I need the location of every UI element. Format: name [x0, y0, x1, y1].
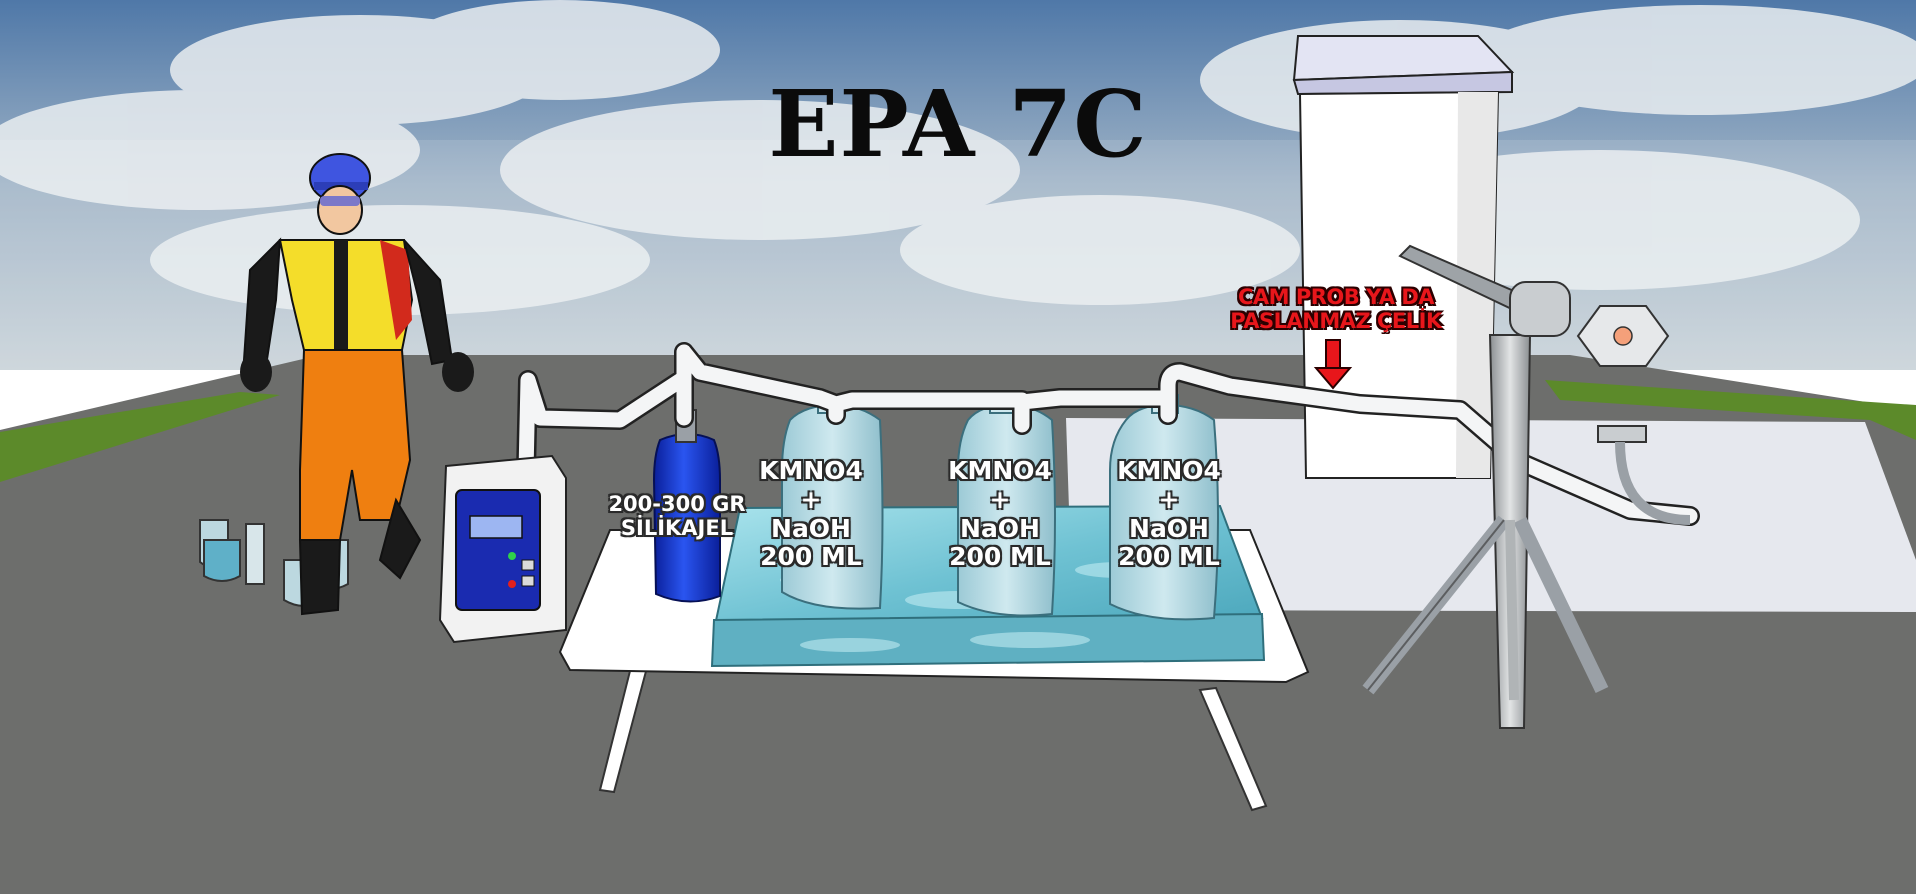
- technician-figure: [240, 153, 474, 616]
- impinger-3-label: KMNO4 + NaOH 200 ML: [1094, 456, 1244, 572]
- impinger-2-reagent: KMNO4: [948, 456, 1052, 485]
- heated-probe: [1398, 244, 1691, 525]
- silica-gel-label-line2: SİLİKAJEL: [620, 516, 734, 541]
- silica-gel-label: 200-300 GR SİLİKAJEL: [592, 492, 762, 540]
- impinger-2-label: KMNO4 + NaOH 200 ML: [925, 456, 1075, 572]
- platform: [1066, 418, 1916, 612]
- grass-right: [1545, 380, 1916, 440]
- impinger-3-base: NaOH: [1129, 513, 1209, 543]
- impinger-3-volume: 200 ML: [1118, 542, 1220, 572]
- impinger-1-base: NaOH: [771, 513, 851, 543]
- stack: [1292, 35, 1515, 479]
- impinger-1-label: KMNO4 + NaOH 200 ML: [736, 456, 886, 572]
- impinger-1-reagent: KMNO4: [759, 456, 863, 485]
- impinger-3-reagent: KMNO4: [1117, 456, 1221, 485]
- diagram-title: EPA 7C: [768, 70, 1148, 178]
- impinger-2-base: NaOH: [960, 513, 1040, 543]
- silica-gel-label-line1: 200-300 GR: [608, 492, 746, 516]
- probe-label-line1: CAM PROB YA DA: [1237, 285, 1435, 309]
- impinger-1-plus: +: [800, 484, 822, 514]
- sampling-pump-console: [438, 454, 567, 644]
- silica-gel-column: [652, 409, 721, 603]
- probe-tripod: [1362, 334, 1609, 729]
- impinger-1-volume: 200 ML: [760, 542, 862, 572]
- sampling-line: [516, 342, 1700, 526]
- probe-material-label: CAM PROB YA DA PASLANMAZ ÇELİK: [1196, 285, 1476, 333]
- probe-arrow-icon: [1313, 339, 1353, 390]
- impinger-2-plus: +: [989, 484, 1011, 514]
- probe-label-line2: PASLANMAZ ÇELİK: [1230, 309, 1442, 334]
- impinger-2-volume: 200 ML: [949, 542, 1051, 572]
- grass-left: [0, 392, 280, 482]
- impinger-3-plus: +: [1158, 484, 1180, 514]
